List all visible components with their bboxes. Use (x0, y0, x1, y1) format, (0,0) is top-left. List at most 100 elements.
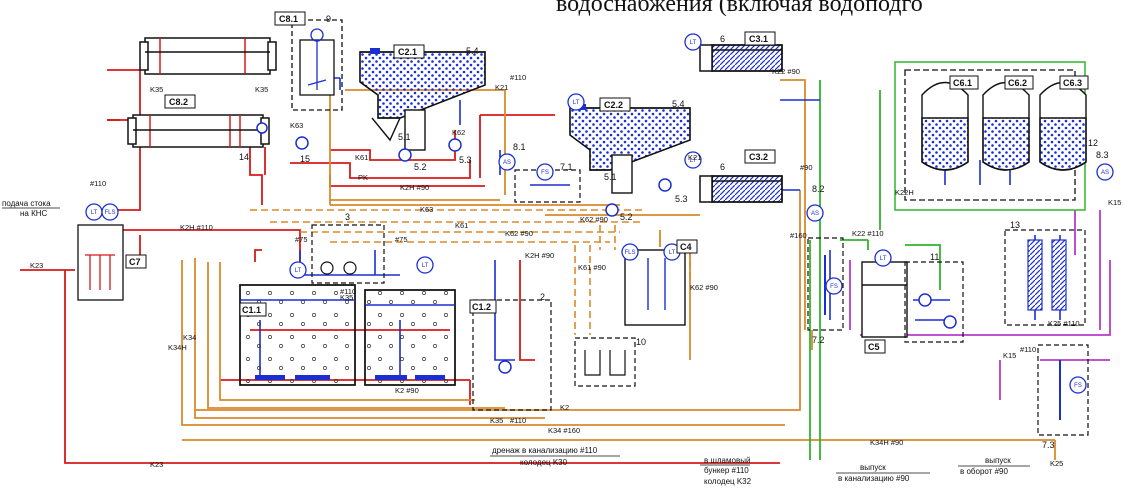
release-note-2: в канализацию #90 (838, 474, 910, 483)
num-5-4b: 5.4 (672, 99, 685, 109)
instrument-fs: FS (541, 170, 549, 176)
instrument-fs: FS (830, 284, 838, 290)
basin-c1-2 (364, 289, 456, 386)
vessel-c8-2 (127, 114, 270, 148)
num-14: 14 (239, 152, 249, 162)
tank-c6-1 (921, 81, 969, 171)
pipes-magenta (849, 210, 1111, 400)
inflow-note-1: подача стока (2, 199, 51, 208)
pipe-label: #110 (510, 73, 526, 82)
label-c2-1: C2.1 (398, 47, 417, 57)
num-2: 2 (540, 292, 545, 302)
pump-group-11 (904, 261, 964, 343)
num-3: 3 (345, 212, 350, 222)
label-c4: C4 (680, 242, 692, 252)
pump-group-2 (472, 299, 552, 411)
num-15: 15 (300, 154, 310, 164)
pipe-label: K15 (1003, 351, 1016, 360)
label-c1-1: C1.1 (242, 305, 261, 315)
label-c5: C5 (868, 342, 880, 352)
pipe-label: K62 #90 (580, 215, 608, 224)
label-c8-2: C8.2 (169, 97, 188, 107)
pipe-label: K62 #90 (505, 229, 533, 238)
pipe-label: K35 (150, 85, 163, 94)
recycle-note-2: в оборот #90 (960, 467, 1008, 476)
pipe-label: #110 (1020, 345, 1036, 354)
num-8-1: 8.1 (513, 142, 526, 152)
pipe-label: K2H #90 (525, 251, 554, 260)
unit-10 (574, 337, 636, 387)
instrument-lt: LT (91, 210, 98, 216)
num-8-2: 8.2 (812, 184, 825, 194)
pipe-label: K34 (183, 333, 196, 342)
pipe-label: #110 (510, 416, 526, 425)
pipe-label: K35 (255, 85, 268, 94)
inflow-note-2: на КНС (20, 209, 48, 218)
pipe-label: K62 (452, 128, 465, 137)
pipe-label: #160 (790, 231, 807, 240)
instrument-lt: LT (573, 100, 580, 106)
pipe-label: K35 (490, 416, 503, 425)
vessel-c8-1 (139, 37, 277, 75)
label-c8-1: C8.1 (279, 14, 298, 24)
instrument-as: AS (811, 211, 819, 217)
filter-c3-1 (699, 44, 783, 72)
drain-note-1: дренаж в канализацию #110 (492, 446, 598, 455)
num-5-1b: 5.1 (604, 172, 617, 182)
pipe-label: K2H #90 (400, 183, 429, 192)
instrument-lt: LT (880, 256, 887, 262)
pipe-label: K21 (495, 83, 508, 92)
num-5-3a: 5.3 (459, 155, 472, 165)
num-6b: 6 (720, 162, 725, 172)
pipe-label: K2 (560, 403, 569, 412)
pipes-orange-dashed (250, 209, 691, 335)
pipe-label: K35 (340, 293, 353, 302)
pipe-label: #75 (295, 235, 308, 244)
num-5-2b: 5.2 (620, 212, 633, 222)
instrument-as: AS (1101, 170, 1109, 176)
instrument-fls: FLS (624, 250, 635, 256)
dosing-unit-9 (291, 19, 343, 111)
pipe-label: K34H #90 (870, 438, 903, 447)
unit-c7 (77, 224, 124, 301)
num-8-3: 8.3 (1096, 150, 1109, 160)
num-5-3b: 5.3 (675, 194, 688, 204)
pipe-label: K2 #90 (395, 386, 419, 395)
pipe-label: K34H (168, 343, 187, 352)
pipe-label: K22H (895, 188, 914, 197)
num-5-2a: 5.2 (414, 162, 427, 172)
sludge-note-3: колодец K32 (704, 477, 752, 486)
pumps (256, 122, 957, 374)
label-c6-2: C6.2 (1008, 78, 1027, 88)
meter-assembly-7-2 (807, 237, 844, 331)
separator-c2-1 (359, 48, 486, 151)
label-c7: C7 (129, 257, 141, 267)
pipe-label: K62 #90 (690, 283, 718, 292)
pipe-label: K15 (1108, 198, 1121, 207)
instrument-as: AS (503, 160, 511, 166)
meter-assembly-7-3 (1037, 344, 1089, 436)
num-5-1a: 5.1 (398, 132, 411, 142)
pipe-label: #75 (395, 235, 408, 244)
num-7-3: 7.3 (1042, 440, 1055, 450)
pipe-label: K23 (30, 261, 43, 270)
num-11: 11 (930, 252, 939, 262)
pipe-label: #110 (90, 179, 106, 188)
page-title: водоснабжения (включая водоподго (556, 0, 923, 17)
num-10: 10 (636, 337, 646, 347)
num-5-4a: 5.4 (466, 46, 479, 56)
num-7-2: 7.2 (812, 335, 825, 345)
pipe-label: K34 #160 (548, 426, 580, 435)
num-7-1: 7.1 (560, 162, 573, 172)
drain-note-2: колодец K30 (520, 458, 568, 467)
pipe-label: K63 (290, 121, 303, 130)
pipe-label: K22 #90 (772, 67, 800, 76)
instrument-fls: FLS (104, 210, 115, 216)
separator-c2-2 (569, 104, 691, 194)
instrument-lt: LT (690, 40, 697, 46)
instrument-lt: LT (422, 263, 429, 269)
pipe-label: K61 (455, 221, 468, 230)
instrument-lt: LT (295, 268, 302, 274)
sludge-note-1: в шламовый (704, 456, 750, 465)
pipe-label: K63 (420, 205, 433, 214)
